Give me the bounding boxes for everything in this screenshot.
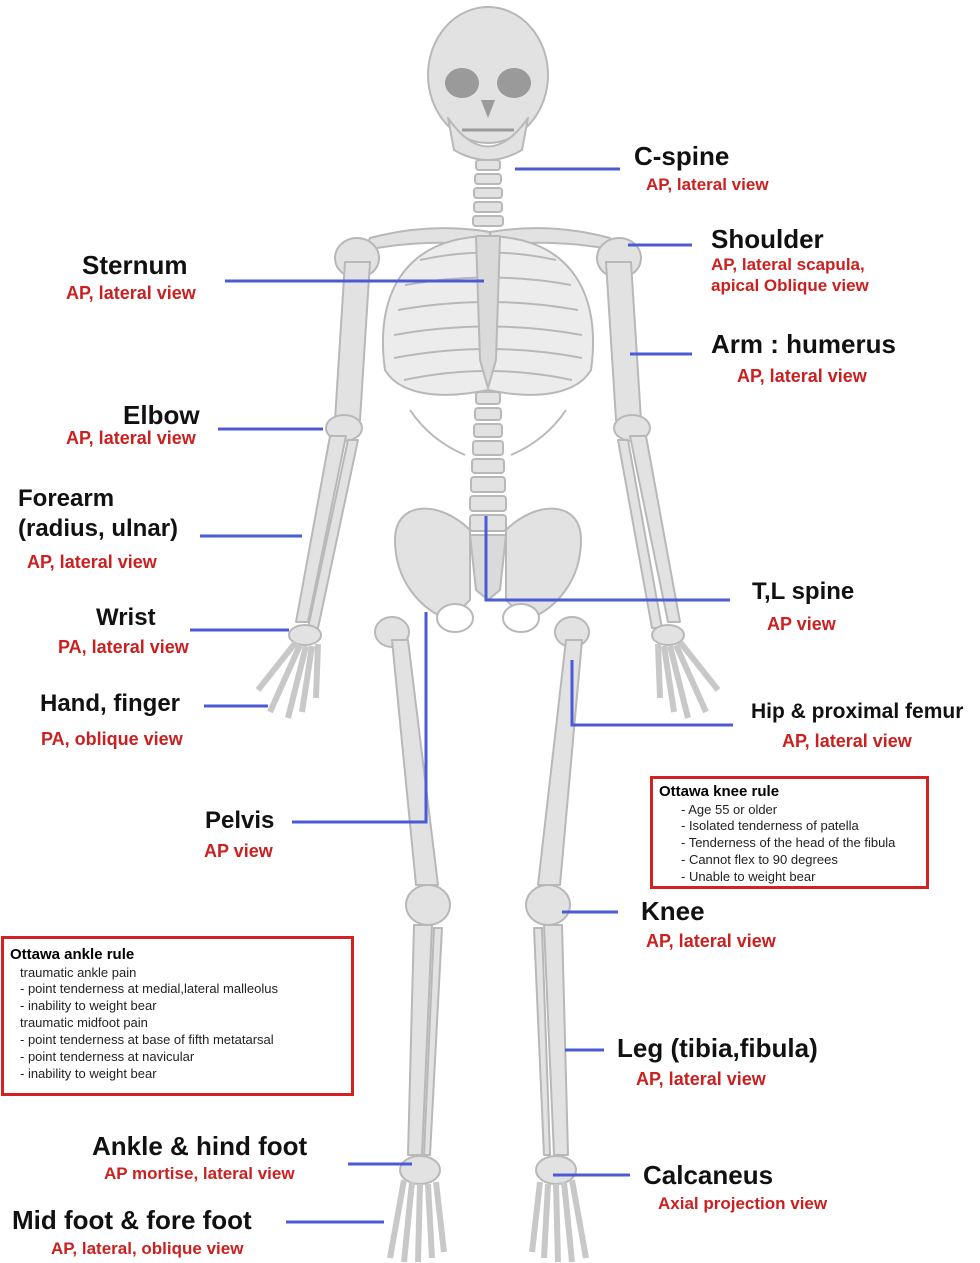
wrist-subtitle: PA, lateral view xyxy=(58,638,189,656)
ottawa-ankle-rule-title: Ottawa ankle rule xyxy=(10,945,351,965)
arm-title: Arm : humerus xyxy=(711,331,896,357)
right-arm xyxy=(606,262,718,718)
knee-subtitle: AP, lateral view xyxy=(646,932,776,950)
list-item: traumatic midfoot pain xyxy=(20,1015,351,1032)
thoracolumbar-spine xyxy=(470,392,506,531)
hip-title: Hip & proximal femur xyxy=(751,701,963,722)
ankle-title: Ankle & hind foot xyxy=(92,1133,307,1159)
arm-subtitle: AP, lateral view xyxy=(737,367,867,385)
elbow-subtitle: AP, lateral view xyxy=(66,429,196,447)
pelvis-title: Pelvis xyxy=(205,809,274,833)
list-item: - Tenderness of the head of the fibula xyxy=(681,835,926,852)
forearm-title-line2: (radius, ulnar) xyxy=(18,517,178,541)
list-item: - inability to weight bear xyxy=(20,998,351,1015)
midfoot-title: Mid foot & fore foot xyxy=(12,1207,252,1233)
leg-title: Leg (tibia,fibula) xyxy=(617,1035,818,1061)
leader-line-hip xyxy=(572,660,733,725)
list-item: - point tenderness at base of fifth meta… xyxy=(20,1032,351,1049)
tlspine-title: T,L spine xyxy=(752,580,854,604)
ottawa-ankle-rule-list: traumatic ankle pain - point tenderness … xyxy=(10,965,351,1083)
ottawa-knee-rule-box: Ottawa knee rule - Age 55 or older - Iso… xyxy=(650,776,929,889)
list-item: - point tenderness at navicular xyxy=(20,1049,351,1066)
left-arm xyxy=(258,262,370,718)
list-item: - Cannot flex to 90 degrees xyxy=(681,852,926,869)
shoulder-title: Shoulder xyxy=(711,226,824,252)
forearm-subtitle: AP, lateral view xyxy=(27,553,157,571)
knee-title: Knee xyxy=(641,898,705,924)
midfoot-subtitle: AP, lateral, oblique view xyxy=(51,1240,243,1257)
sternum-subtitle: AP, lateral view xyxy=(66,284,196,302)
cspine-subtitle: AP, lateral view xyxy=(646,176,769,193)
rib-cage xyxy=(383,236,593,455)
tlspine-subtitle: AP view xyxy=(767,615,836,633)
leg-subtitle: AP, lateral view xyxy=(636,1070,766,1088)
list-item: - Isolated tenderness of patella xyxy=(681,818,926,835)
ottawa-knee-rule-list: - Age 55 or older - Isolated tenderness … xyxy=(659,802,926,886)
list-item: - point tenderness at medial,lateral mal… xyxy=(20,981,351,998)
sternum-title: Sternum xyxy=(82,252,187,278)
calcaneus-title: Calcaneus xyxy=(643,1162,773,1188)
shoulder-subtitle-line1: AP, lateral scapula, xyxy=(711,256,865,273)
cervical-spine xyxy=(473,160,503,226)
list-item: - inability to weight bear xyxy=(20,1066,351,1083)
right-leg xyxy=(526,617,589,1262)
ottawa-knee-rule-title: Ottawa knee rule xyxy=(659,782,926,802)
wrist-title: Wrist xyxy=(96,606,156,630)
hand-subtitle: PA, oblique view xyxy=(41,730,183,748)
hip-subtitle: AP, lateral view xyxy=(782,732,912,750)
pelvis-subtitle: AP view xyxy=(204,842,273,860)
list-item: - Unable to weight bear xyxy=(681,869,926,886)
elbow-title: Elbow xyxy=(123,402,200,428)
list-item: traumatic ankle pain xyxy=(20,965,351,982)
ottawa-ankle-rule-box: Ottawa ankle rule traumatic ankle pain -… xyxy=(1,936,354,1096)
forearm-title-line1: Forearm xyxy=(18,487,114,511)
ankle-subtitle: AP mortise, lateral view xyxy=(104,1165,295,1182)
cspine-title: C-spine xyxy=(634,143,729,169)
calcaneus-subtitle: Axial projection view xyxy=(658,1195,827,1212)
skull xyxy=(428,7,548,160)
list-item: - Age 55 or older xyxy=(681,802,926,819)
hand-title: Hand, finger xyxy=(40,692,180,716)
shoulder-subtitle-line2: apical Oblique view xyxy=(711,277,869,294)
